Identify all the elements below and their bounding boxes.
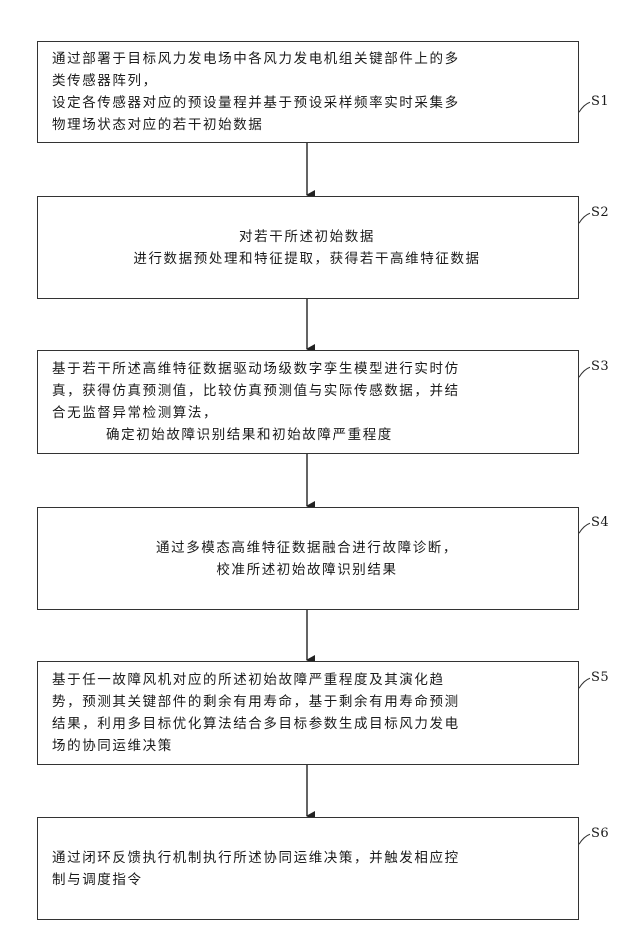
step-label-s2: S2: [591, 205, 609, 220]
step-line: 物理场状态对应的若干初始数据: [52, 114, 562, 136]
step-box-s6: 通过闭环反馈执行机制执行所述协同运维决策，并触发相应控 制与调度指令: [37, 817, 579, 920]
step-label-s6: S6: [591, 826, 609, 841]
label-leader-line: [579, 102, 590, 112]
label-leader-line: [579, 523, 590, 533]
step-line: 制与调度指令: [52, 869, 562, 891]
step-label-s1: S1: [591, 94, 609, 109]
step-text-s4: 通过多模态高维特征数据融合进行故障诊断， 校准所述初始故障识别结果: [38, 508, 578, 609]
step-line: 通过多模态高维特征数据融合进行故障诊断，: [52, 537, 562, 559]
step-text-s1: 通过部署于目标风力发电场中各风力发电机组关键部件上的多 类传感器阵列， 设定各传…: [38, 42, 578, 142]
label-leader-line: [579, 834, 590, 844]
step-line: 基于若干所述高维特征数据驱动场级数字孪生模型进行实时仿: [52, 358, 562, 380]
step-line: 结果，利用多目标优化算法结合多目标参数生成目标风力发电: [52, 713, 562, 735]
step-text-s2: 对若干所述初始数据 进行数据预处理和特征提取，获得若干高维特征数据: [38, 197, 578, 298]
label-leader-line: [579, 678, 590, 688]
label-leader-line: [579, 213, 590, 223]
step-line: 通过部署于目标风力发电场中各风力发电机组关键部件上的多: [52, 48, 562, 70]
step-line: 真，获得仿真预测值，比较仿真预测值与实际传感数据，并结: [52, 380, 562, 402]
step-line: 设定各传感器对应的预设量程并基于预设采样频率实时采集多: [52, 92, 562, 114]
step-line: 对若干所述初始数据: [52, 226, 562, 248]
step-label-s4: S4: [591, 515, 609, 530]
step-box-s4: 通过多模态高维特征数据融合进行故障诊断， 校准所述初始故障识别结果: [37, 507, 579, 610]
label-leader-line: [579, 367, 590, 377]
step-box-s5: 基于任一故障风机对应的所述初始故障严重程度及其演化趋 势，预测其关键部件的剩余有…: [37, 661, 579, 765]
step-line: 势，预测其关键部件的剩余有用寿命，基于剩余有用寿命预测: [52, 691, 562, 713]
step-box-s3: 基于若干所述高维特征数据驱动场级数字孪生模型进行实时仿 真，获得仿真预测值，比较…: [37, 350, 579, 454]
step-line: 场的协同运维决策: [52, 735, 562, 757]
step-text-s3: 基于若干所述高维特征数据驱动场级数字孪生模型进行实时仿 真，获得仿真预测值，比较…: [38, 351, 578, 453]
step-line: 进行数据预处理和特征提取，获得若干高维特征数据: [52, 248, 562, 270]
step-label-s3: S3: [591, 359, 609, 374]
step-line: 类传感器阵列，: [52, 70, 562, 92]
step-text-s6: 通过闭环反馈执行机制执行所述协同运维决策，并触发相应控 制与调度指令: [38, 818, 578, 919]
step-box-s1: 通过部署于目标风力发电场中各风力发电机组关键部件上的多 类传感器阵列， 设定各传…: [37, 41, 579, 143]
step-line: 确定初始故障识别结果和初始故障严重程度: [52, 424, 562, 446]
step-box-s2: 对若干所述初始数据 进行数据预处理和特征提取，获得若干高维特征数据: [37, 196, 579, 299]
step-text-s5: 基于任一故障风机对应的所述初始故障严重程度及其演化趋 势，预测其关键部件的剩余有…: [38, 662, 578, 764]
step-line: 合无监督异常检测算法，: [52, 402, 562, 424]
step-line: 通过闭环反馈执行机制执行所述协同运维决策，并触发相应控: [52, 847, 562, 869]
step-line: 基于任一故障风机对应的所述初始故障严重程度及其演化趋: [52, 669, 562, 691]
step-line: 校准所述初始故障识别结果: [52, 559, 562, 581]
step-label-s5: S5: [591, 670, 609, 685]
